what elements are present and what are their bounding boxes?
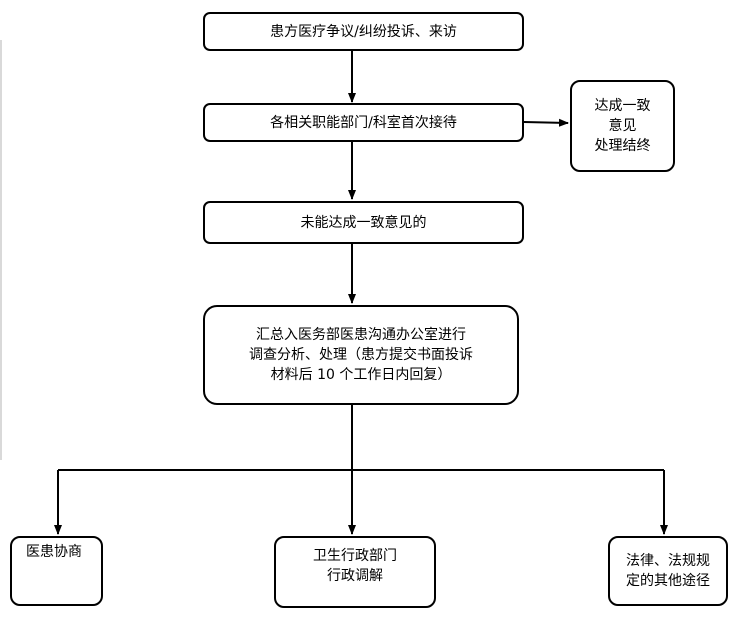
summary-line-2: 调查分析、处理（患方提交书面投诉 xyxy=(249,347,473,363)
no-agreement-box: 未能达成一致意见的 xyxy=(203,201,524,244)
no-agreement-text: 未能达成一致意见的 xyxy=(300,214,427,231)
first-reception-box: 各相关职能部门/科室首次接待 xyxy=(203,103,524,142)
legal-outcome-box: 法律、法规规 定的其他途径 xyxy=(608,536,728,606)
agreement-line-1: 达成一致 xyxy=(594,98,651,114)
page-edge-divider xyxy=(0,40,2,460)
start-complaint-box: 患方医疗争议/纠纷投诉、来访 xyxy=(203,12,524,51)
summary-line-1: 汇总入医务部医患沟通办公室进行 xyxy=(256,327,466,343)
agreement-result-box: 达成一致 意见 处理结终 xyxy=(570,80,675,172)
administrative-line-2: 行政调解 xyxy=(327,568,383,584)
start-complaint-text: 患方医疗争议/纠纷投诉、来访 xyxy=(270,23,457,40)
summary-line-3: 材料后 10 个工作日内回复） xyxy=(270,367,452,383)
first-reception-text: 各相关职能部门/科室首次接待 xyxy=(270,114,457,131)
negotiation-text: 医患协商 xyxy=(26,544,82,560)
agreement-line-3: 处理结终 xyxy=(594,138,651,154)
negotiation-outcome-box: 医患协商 xyxy=(10,536,103,606)
legal-line-1: 法律、法规规 xyxy=(626,553,710,569)
legal-line-2: 定的其他途径 xyxy=(626,573,710,589)
administrative-outcome-box: 卫生行政部门 行政调解 xyxy=(274,536,436,608)
arrow-reception-to-agreement xyxy=(523,118,569,127)
administrative-line-1: 卫生行政部门 xyxy=(313,548,397,564)
summary-investigation-box: 汇总入医务部医患沟通办公室进行 调查分析、处理（患方提交书面投诉 材料后 10 … xyxy=(203,305,519,405)
agreement-line-2: 意见 xyxy=(608,118,637,134)
